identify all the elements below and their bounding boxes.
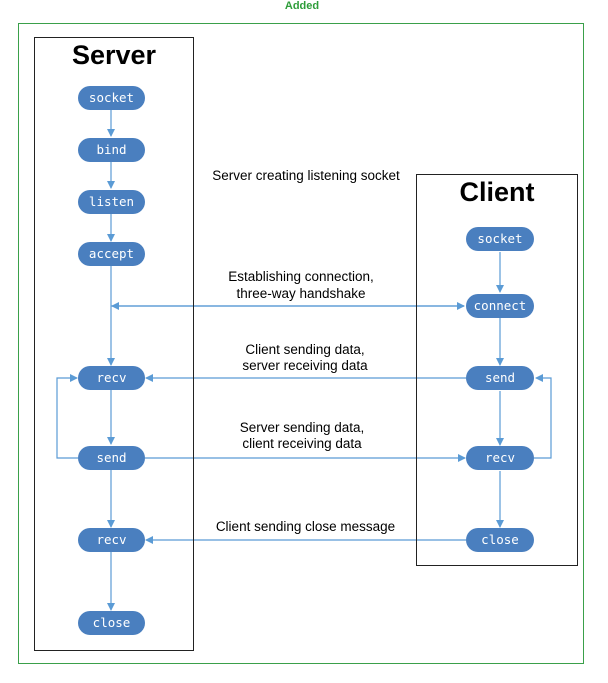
- server-panel: Server: [34, 37, 194, 651]
- server-node-listen: listen: [78, 190, 145, 214]
- server-send-label-line1: Server sending data,: [239, 420, 365, 435]
- server-node-bind: bind: [78, 138, 145, 162]
- client-send-label-line1: Client sending data,: [245, 342, 365, 357]
- client-title: Client: [459, 177, 535, 207]
- listening-socket-label: Server creating listening socket: [212, 168, 400, 183]
- server-node-recv-close: recv: [78, 528, 145, 552]
- handshake-label-line1: Establishing connection,: [228, 269, 374, 284]
- client-node-send: send: [466, 366, 534, 390]
- server-node-close: close: [78, 611, 145, 635]
- server-node-send: send: [78, 446, 145, 470]
- client-panel: Client: [416, 174, 578, 566]
- client-node-connect: connect: [466, 294, 534, 318]
- client-node-socket: socket: [466, 227, 534, 251]
- client-node-close: close: [466, 528, 534, 552]
- added-label: Added: [284, 0, 320, 12]
- client-loop-arrow: [534, 374, 552, 459]
- server-node-accept: accept: [78, 242, 145, 266]
- server-node-recv: recv: [78, 366, 145, 390]
- server-title: Server: [71, 40, 157, 70]
- client-node-recv: recv: [466, 446, 534, 470]
- handshake-label-line2: three-way handshake: [236, 286, 366, 301]
- server-send-label-line2: client receiving data: [242, 436, 362, 451]
- client-send-label-line2: server receiving data: [242, 358, 368, 373]
- close-message-label: Client sending close message: [215, 519, 396, 534]
- server-loop-arrow: [56, 374, 78, 459]
- diagram-frame: [18, 23, 584, 664]
- server-node-socket: socket: [78, 86, 145, 110]
